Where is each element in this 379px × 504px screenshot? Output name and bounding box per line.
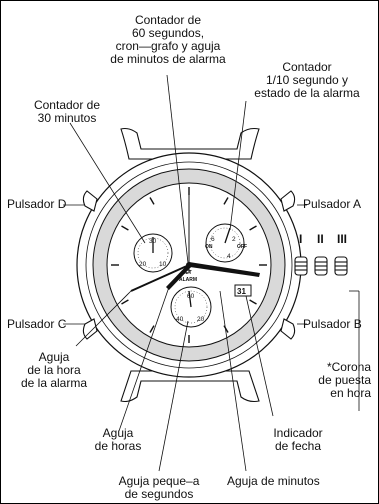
subdial-tenths-label-4: 4 (227, 253, 231, 260)
label-pulsador-a: Pulsador A (303, 197, 362, 211)
crown-position-1: I (299, 232, 302, 246)
label-pulsador-d: Pulsador D (7, 197, 67, 211)
crown (294, 256, 348, 276)
date-value: 31 (237, 287, 246, 296)
date-window (234, 284, 252, 297)
crown-position-2: II (317, 232, 324, 246)
alarm-hour-hand (130, 264, 190, 292)
label-corona: *Corona de puesta en hora (318, 360, 371, 400)
subdial-30-min-label-20: 20 (139, 261, 147, 268)
label-pulsador-c: Pulsador C (7, 317, 67, 331)
subdial-seconds-label-60: 60 (187, 293, 195, 300)
subdial-tenths-label-2: 2 (232, 236, 236, 243)
subdial-seconds-label-40: 40 (176, 316, 184, 323)
lower-lugs (120, 370, 260, 403)
subdial-tenths-hand (224, 227, 231, 244)
minute-hand (189, 262, 260, 277)
subdial-seconds-label-20: 20 (197, 316, 205, 323)
label-contador-tenths: Contador 1/10 segundo y estado de la ala… (254, 60, 360, 100)
small-seconds-hand (188, 290, 192, 308)
label-aguja-horas: Aguja de horas (94, 426, 142, 453)
label-aguja-pequena: Aguja peque–a de segundos (118, 474, 200, 501)
label-contador-60: Contador de 60 segundos, cron—grafo y ag… (110, 13, 226, 66)
alarm-on-mark: ON (205, 244, 213, 250)
subdial-30-min-label-10: 10 (159, 261, 167, 268)
label-aguja-minutos: Aguja de minutos (227, 474, 320, 488)
label-pulsador-b: Pulsador B (303, 317, 362, 331)
upper-lugs (120, 127, 260, 160)
alarm-off-mark: OFF (237, 244, 247, 250)
case-inner-ring (85, 161, 293, 369)
alarm-mark: ALARM (179, 277, 197, 283)
label-indicador-fecha: Indicador de fecha (273, 426, 323, 453)
set-mark: SET (182, 270, 192, 276)
leader-lines (63, 74, 360, 472)
center-pin (186, 262, 192, 268)
label-aguja-hora-alarma: Aguja de la hora de la alarma (20, 350, 88, 390)
pushers (82, 190, 296, 340)
hour-hand (166, 263, 191, 290)
crown-position-3: III (337, 232, 347, 246)
label-contador-30: Contador de 30 minutos (33, 98, 101, 125)
subdial-tenths-label-6: 6 (211, 236, 215, 243)
